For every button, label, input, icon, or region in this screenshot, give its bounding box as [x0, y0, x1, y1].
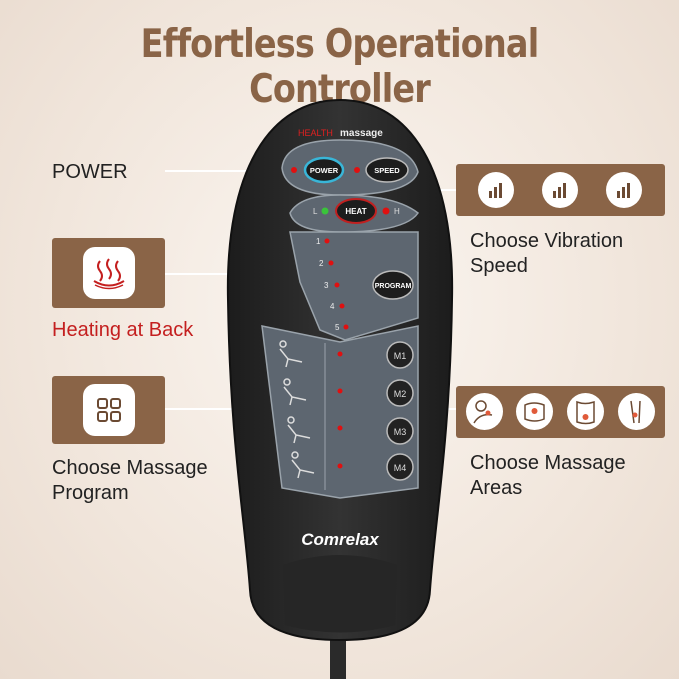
areas-label-line1: Choose Massage: [470, 452, 626, 474]
heat-high-label: H: [394, 207, 400, 216]
recline-icon-4: [291, 451, 315, 479]
signal-bars-icon: [617, 183, 630, 198]
grid-icon: [97, 398, 121, 422]
area-back: [516, 393, 553, 430]
mode-label-m2: M2: [394, 389, 407, 399]
mode-button-m4[interactable]: [386, 453, 414, 481]
power-button[interactable]: [303, 156, 345, 184]
mode-label-m4: M4: [394, 463, 407, 473]
recline-icon-3: [287, 416, 311, 444]
recline-icon-2: [283, 378, 307, 406]
program-number-5: 5: [335, 323, 340, 332]
program-led-5: [343, 324, 349, 330]
area-neck: [466, 393, 503, 430]
area-legs: [618, 393, 655, 430]
program-button[interactable]: [372, 270, 414, 300]
brand-health: HEALTH: [298, 128, 333, 138]
program-panel-remote: [289, 231, 419, 341]
waist-icon: [576, 400, 595, 425]
heat-icon-bg: [83, 247, 135, 299]
speed-button[interactable]: [365, 157, 409, 183]
page-title: Effortless Operational Controller: [140, 22, 540, 112]
heat-waves-icon: [93, 258, 125, 290]
speed-led: [354, 167, 360, 173]
vibration-speed-3: [606, 172, 642, 208]
brand-logo: Comrelax: [301, 530, 380, 549]
back-icon: [524, 402, 545, 422]
signal-bars-icon: [553, 183, 566, 198]
mode-led-4: [337, 463, 343, 469]
program-led-1: [324, 238, 330, 244]
power-connector-line: [165, 170, 283, 172]
areas-label: Choose Massage Areas: [470, 451, 626, 501]
mode-led-2: [337, 388, 343, 394]
massage-mode-icons: [279, 340, 315, 479]
program-label-line1: Choose Massage: [52, 457, 208, 479]
program-label: Choose Massage Program: [52, 456, 208, 506]
program-panel: [52, 376, 165, 444]
program-label-line2: Program: [52, 482, 129, 504]
vibration-label: Choose Vibration Speed: [470, 229, 623, 279]
heating-label: Heating at Back: [52, 319, 194, 341]
program-icon-bg: [83, 384, 135, 436]
mode-label-m1: M1: [394, 351, 407, 361]
modes-panel-remote: [261, 325, 419, 499]
mode-led-1: [337, 351, 343, 357]
heat-high-led: [382, 207, 390, 215]
program-led-4: [339, 303, 345, 309]
vibration-label-line2: Speed: [470, 255, 528, 277]
leg-icon: [630, 400, 641, 424]
vibration-speed-1: [478, 172, 514, 208]
recline-icon-1: [279, 340, 303, 368]
area-waist: [567, 393, 604, 430]
areas-label-line2: Areas: [470, 477, 523, 499]
program-led-3: [334, 282, 340, 288]
heat-button-label: HEAT: [345, 207, 366, 216]
power-led: [291, 167, 297, 173]
heat-button[interactable]: [335, 198, 377, 224]
mode-led-3: [337, 425, 343, 431]
remote-bottom-cap: [283, 555, 397, 633]
vibration-speed-2: [542, 172, 578, 208]
program-number-2: 2: [319, 259, 324, 268]
program-number-1: 1: [316, 237, 321, 246]
program-number-3: 3: [324, 281, 329, 290]
heating-panel: [52, 238, 165, 308]
power-button-label: POWER: [310, 166, 339, 175]
program-button-label: PROGRAM: [375, 283, 412, 290]
heat-low-led: [321, 207, 329, 215]
heat-low-label: L: [313, 207, 318, 216]
mode-button-m2[interactable]: [386, 379, 414, 407]
signal-bars-icon: [489, 183, 502, 198]
program-led-2: [328, 260, 334, 266]
areas-panel: [456, 386, 665, 438]
brand-massage: massage: [340, 128, 383, 139]
vibration-panel: [456, 164, 665, 216]
program-number-4: 4: [330, 302, 335, 311]
mode-button-m3[interactable]: [386, 417, 414, 445]
mode-label-m3: M3: [394, 427, 407, 437]
speed-button-label: SPEED: [374, 166, 400, 175]
mode-button-m1[interactable]: [386, 341, 414, 369]
vibration-label-line1: Choose Vibration: [470, 230, 624, 252]
neck-icon: [473, 400, 493, 424]
power-label: POWER: [52, 161, 128, 183]
